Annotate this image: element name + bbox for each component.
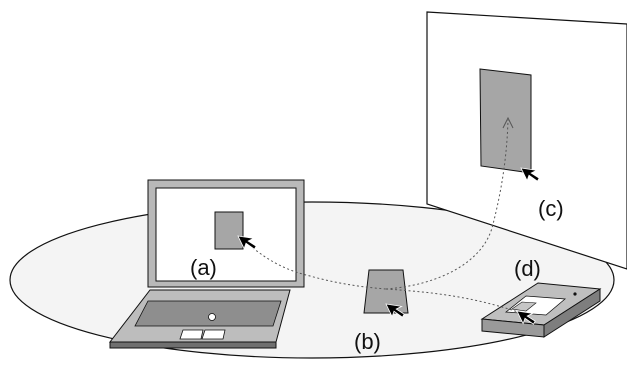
laptop-button-right	[201, 329, 226, 340]
handheld-device	[480, 282, 602, 338]
device-side	[543, 288, 601, 338]
device-window	[511, 301, 537, 312]
wall-window	[479, 68, 532, 174]
cursor-d-icon	[516, 310, 536, 325]
laptop-window	[214, 211, 244, 250]
laptop-keyboard	[134, 300, 282, 327]
cursor-c-icon	[520, 167, 540, 182]
path-arrowhead	[502, 116, 514, 129]
laptop-trackpoint	[208, 313, 216, 321]
label-c: (c)	[538, 196, 564, 221]
cursor-path-a-to-b	[238, 235, 387, 290]
laptop-base-front	[109, 341, 277, 349]
label-b: (b)	[354, 329, 381, 354]
cursor-b-icon	[385, 303, 405, 318]
cursor-a-icon	[237, 235, 257, 250]
label-a: (a)	[190, 255, 217, 280]
label-d: (d)	[514, 256, 541, 281]
paper-sheet	[363, 269, 409, 314]
device-dot	[573, 292, 577, 296]
laptop-button-left	[179, 329, 204, 340]
cursor-path-b-to-d	[385, 288, 519, 313]
